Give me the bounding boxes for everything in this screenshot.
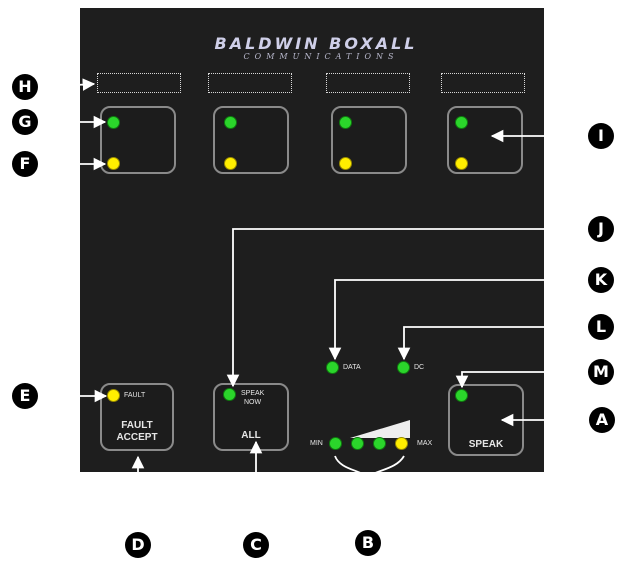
- brand-logo: BALDWIN BOXALL: [214, 34, 418, 53]
- speak-now-label-line1: SPEAK: [241, 390, 265, 397]
- zone-3-yellow-led: [339, 157, 352, 170]
- callout-F: F: [12, 151, 38, 177]
- callout-H: H: [12, 74, 38, 100]
- callout-B: B: [355, 530, 381, 556]
- speak-now-label-line2: NOW: [244, 399, 262, 406]
- zone-1-yellow-led: [107, 157, 120, 170]
- fault-caption-line2: ACCEPT: [116, 432, 158, 443]
- callout-I: I: [588, 123, 614, 149]
- data-led: [326, 361, 339, 374]
- callout-J: J: [588, 216, 614, 242]
- speak-now-led: [223, 388, 236, 401]
- level-led-2: [351, 437, 364, 450]
- level-led-4: [395, 437, 408, 450]
- dc-led: [397, 361, 410, 374]
- label-slot-3: [326, 73, 410, 93]
- all-caption: ALL: [241, 430, 261, 441]
- callout-D: D: [125, 532, 151, 558]
- callout-L: L: [588, 314, 614, 340]
- dc-label: DC: [414, 364, 425, 371]
- callout-G: G: [12, 109, 38, 135]
- zone-4-yellow-led: [455, 157, 468, 170]
- speak-led: [455, 389, 468, 402]
- callout-M: M: [588, 359, 614, 385]
- zone-2-yellow-led: [224, 157, 237, 170]
- zone-3-green-led: [339, 116, 352, 129]
- data-label: DATA: [343, 364, 361, 371]
- fault-caption-line1: FAULT: [121, 420, 153, 431]
- level-led-3: [373, 437, 386, 450]
- volume-ramp-graphic: [350, 420, 410, 438]
- callout-K: K: [588, 267, 614, 293]
- label-slot-2: [208, 73, 292, 93]
- zone-2-green-led: [224, 116, 237, 129]
- min-label: MIN: [310, 440, 323, 447]
- level-led-1: [329, 437, 342, 450]
- callout-A: A: [589, 407, 615, 433]
- label-slot-1: [97, 73, 181, 93]
- zone-1-green-led: [107, 116, 120, 129]
- zone-4-green-led: [455, 116, 468, 129]
- label-slot-4: [441, 73, 525, 93]
- max-label: MAX: [417, 440, 433, 447]
- fault-led: [107, 389, 120, 402]
- callout-E: E: [12, 383, 38, 409]
- fault-led-label: FAULT: [124, 392, 146, 399]
- speak-caption: SPEAK: [468, 439, 504, 450]
- zone-button-3[interactable]: [331, 106, 407, 174]
- brand-subtitle: COMMUNICATIONS: [243, 52, 399, 61]
- callout-C: C: [243, 532, 269, 558]
